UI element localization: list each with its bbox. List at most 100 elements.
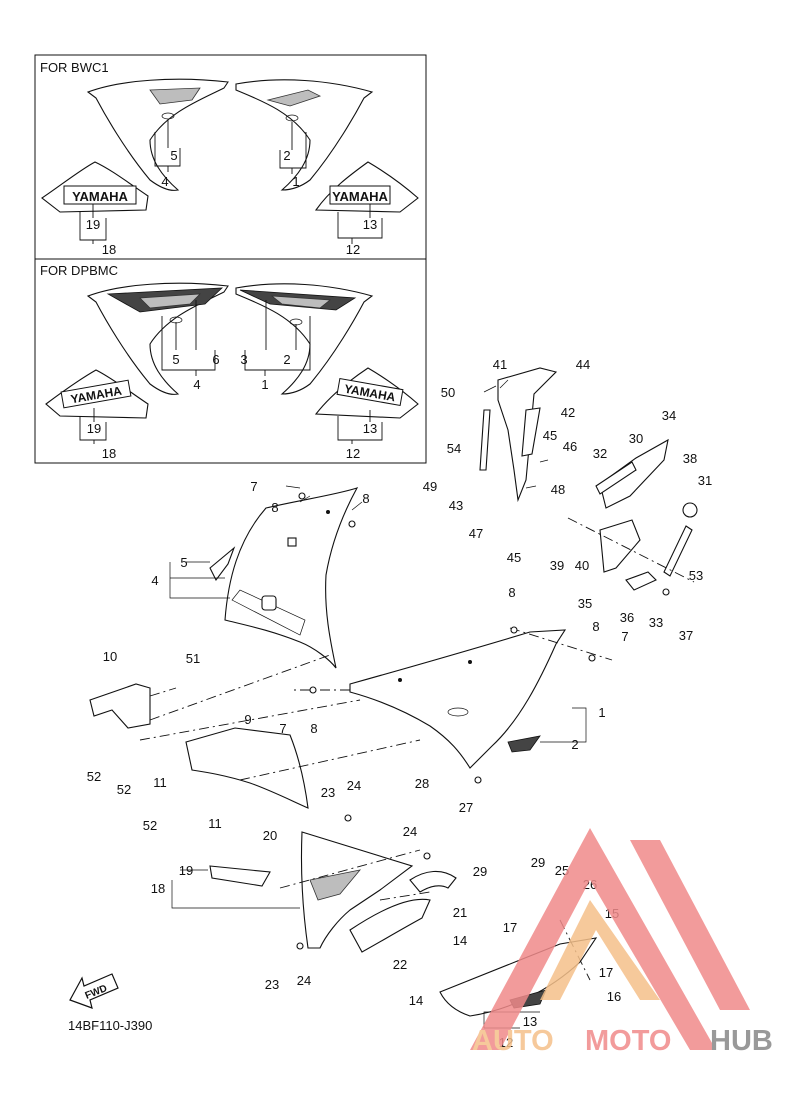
callout-33: 33 xyxy=(649,615,663,630)
callout-21: 21 xyxy=(453,905,467,920)
inner-panel-9 xyxy=(185,727,309,809)
left-fairing-logo xyxy=(149,87,201,105)
callout-14b: 14 xyxy=(409,993,423,1008)
callout-29a: 29 xyxy=(473,864,487,879)
callout-bwc1-5: 5 xyxy=(170,148,177,163)
callout-11b: 11 xyxy=(208,816,222,831)
callout-8b: 8 xyxy=(362,491,369,506)
callout-dpbmc-12: 12 xyxy=(346,446,360,461)
callout-49: 49 xyxy=(423,479,437,494)
callout-bwc1-12: 12 xyxy=(346,242,360,257)
callout-41: 41 xyxy=(493,357,507,372)
box-bwc1-title: FOR BWC1 xyxy=(40,60,109,75)
callout-19: 19 xyxy=(179,863,193,878)
decal-2 xyxy=(507,735,541,753)
part-32 xyxy=(595,461,637,495)
callout-37: 37 xyxy=(679,628,693,643)
callout-7a: 7 xyxy=(250,479,257,494)
callout-36: 36 xyxy=(620,610,634,625)
callout-bwc1-2: 2 xyxy=(283,148,290,163)
callout-46: 46 xyxy=(563,439,577,454)
callout-bwc1-18: 18 xyxy=(102,242,116,257)
right-fairing-logo xyxy=(266,89,322,107)
callout-23b: 23 xyxy=(265,977,279,992)
callout-dpbmc-3: 3 xyxy=(240,352,247,367)
callout-52c: 52 xyxy=(143,818,157,833)
callout-30: 30 xyxy=(629,431,643,446)
callout-dpbmc-6: 6 xyxy=(212,352,219,367)
box-bwc1: FOR BWC1 YAMAHA YAMAHA 5 4 2 1 19 18 13 … xyxy=(34,54,427,260)
part-53 xyxy=(663,525,693,577)
box-dpbmc-frame xyxy=(34,258,427,464)
callout-18: 18 xyxy=(151,881,165,896)
callout-7b: 7 xyxy=(621,629,628,644)
callout-dpbmc-13: 13 xyxy=(363,421,377,436)
callout-44: 44 xyxy=(576,357,590,372)
callout-52a: 52 xyxy=(87,769,101,784)
upper-left-fairing xyxy=(224,487,359,669)
left-decal-text-bwc1: YAMAHA xyxy=(72,189,128,204)
callout-45b: 45 xyxy=(507,550,521,565)
callout-42: 42 xyxy=(561,405,575,420)
callout-40: 40 xyxy=(575,558,589,573)
callout-20: 20 xyxy=(263,828,277,843)
callout-16: 16 xyxy=(607,989,621,1004)
callout-8c: 8 xyxy=(508,585,515,600)
callout-45a: 45 xyxy=(543,428,557,443)
part-21 xyxy=(409,870,457,893)
part-22 xyxy=(349,898,431,953)
callout-23a: 23 xyxy=(321,785,335,800)
drawing-code: 14BF110-J390 xyxy=(68,1018,152,1033)
callout-2: 2 xyxy=(571,737,578,752)
callout-28: 28 xyxy=(415,776,429,791)
callout-8e: 8 xyxy=(310,721,317,736)
callout-47: 47 xyxy=(469,526,483,541)
decal-19 xyxy=(209,865,271,887)
exploded-view: FWD 14BF110-J390 7 8 8 5 4 41 44 50 42 5… xyxy=(68,357,712,1050)
callout-bwc1-4: 4 xyxy=(161,174,168,189)
watermark-word-3: HUB xyxy=(710,1025,773,1057)
callout-dpbmc-1: 1 xyxy=(261,377,268,392)
callout-54: 54 xyxy=(447,441,461,456)
callout-11a: 11 xyxy=(153,775,167,790)
callout-50: 50 xyxy=(441,385,455,400)
callout-29b: 29 xyxy=(531,855,545,870)
callout-35: 35 xyxy=(578,596,592,611)
left-fairing-bwc1 xyxy=(86,78,229,191)
callout-32: 32 xyxy=(593,446,607,461)
callout-24b: 24 xyxy=(403,824,417,839)
callout-14a: 14 xyxy=(453,933,467,948)
callout-9: 9 xyxy=(244,712,251,727)
callout-5: 5 xyxy=(180,555,187,570)
callout-31: 31 xyxy=(698,473,712,488)
lower-cowl-18 xyxy=(300,831,414,949)
callout-24a: 24 xyxy=(347,778,361,793)
callout-39: 39 xyxy=(550,558,564,573)
watermark-word-2: MOTO xyxy=(585,1025,671,1057)
callout-dpbmc-2: 2 xyxy=(283,352,290,367)
callout-51: 51 xyxy=(186,651,200,666)
callout-dpbmc-19: 19 xyxy=(87,421,101,436)
right-fairing-dpbmc xyxy=(235,283,374,395)
left-fairing-dpbmc xyxy=(86,282,229,395)
fwd-arrow: FWD xyxy=(69,973,119,1009)
callout-27: 27 xyxy=(459,800,473,815)
callout-bwc1-1: 1 xyxy=(292,174,299,189)
callout-24c: 24 xyxy=(297,973,311,988)
callout-bwc1-13: 13 xyxy=(363,217,377,232)
part-42 xyxy=(521,407,541,457)
callout-17a: 17 xyxy=(503,920,517,935)
part-54 xyxy=(479,409,491,471)
callout-bwc1-19: 19 xyxy=(86,217,100,232)
callout-53: 53 xyxy=(689,568,703,583)
callout-10: 10 xyxy=(103,649,117,664)
callout-7c: 7 xyxy=(279,721,286,736)
watermark-logo: AUTO MOTO HUB xyxy=(470,828,773,1057)
callout-22: 22 xyxy=(393,957,407,972)
watermark-word-1: AUTO xyxy=(472,1025,554,1057)
callout-1: 1 xyxy=(598,705,605,720)
box-dpbmc: FOR DPBMC YAMAHA YAMAHA 5 6 4 3 2 1 19 1… xyxy=(34,258,427,464)
callout-38: 38 xyxy=(683,451,697,466)
callout-48: 48 xyxy=(551,482,565,497)
